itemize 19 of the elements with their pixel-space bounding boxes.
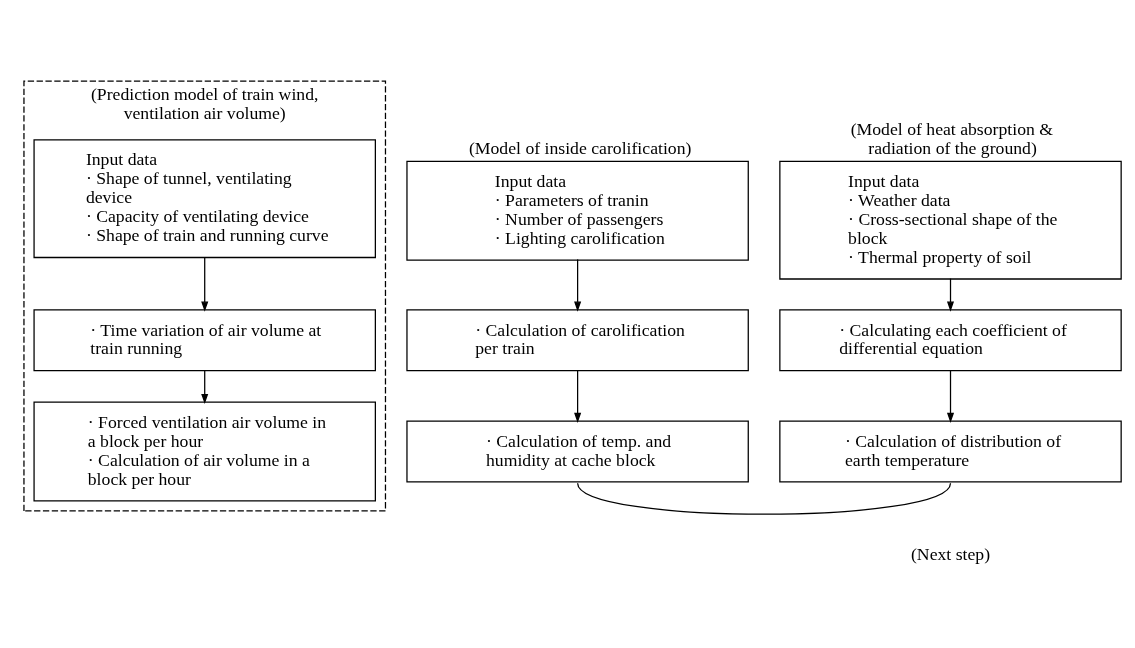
arrow [201, 255, 209, 312]
node-box: · Forced ventilation air volume in a block per hour · Calculation of air volume in a block per hour [33, 401, 376, 501]
node-box: Input data · Parameters of tranin · Number of passengers · Lighting carolification [406, 160, 749, 261]
arrow [574, 258, 582, 312]
node-label: (Model of inside carolification) [468, 137, 692, 158]
connector [577, 482, 952, 515]
node-label: (Model of heat absorption & radiation of the ground) [850, 118, 1054, 158]
label: (Next step) [910, 543, 991, 564]
arrow [201, 369, 209, 404]
node-box: · Calculation of distribution of earth temperature [779, 420, 1122, 482]
node-box: · Calculation of temp. and humidity at cache block [406, 420, 749, 482]
node-box: · Calculation of carolification per train [406, 308, 749, 371]
arrow [946, 369, 955, 423]
node-box: · Calculating each coefficient of differential equation [779, 308, 1122, 371]
node-box: Input data · Shape of tunnel, ventilating device · Capacity of ventilating device · Shape of train and running curve [33, 138, 376, 258]
arrow [574, 369, 582, 423]
node-box: · Time variation of air volume at train running [33, 308, 376, 371]
node-box: Input data · Weather data · Cross-sectional shape of the block · Thermal property of soil [779, 160, 1122, 280]
arrow [946, 277, 955, 312]
